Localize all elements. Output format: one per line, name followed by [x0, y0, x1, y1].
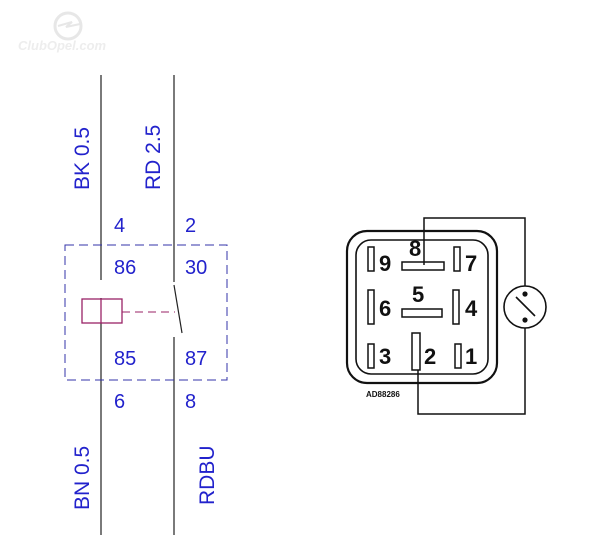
watermark: ClubOpel.com [18, 11, 107, 53]
connector-pin-2: 2 [424, 344, 436, 369]
connector-pin-6: 6 [379, 296, 391, 321]
slot-1 [454, 343, 462, 369]
wire-gap-left [96, 280, 106, 298]
slot-8 [401, 261, 445, 271]
wire-label-bottom-left: BN 0.5 [71, 446, 94, 510]
terminal-30: 30 [185, 257, 207, 279]
terminal-87: 87 [185, 348, 207, 370]
connector-pin-3: 3 [379, 344, 391, 369]
slot-7 [453, 246, 461, 272]
slot-3 [367, 343, 375, 369]
relay-housing [64, 244, 228, 381]
connector-pin-4: 4 [465, 296, 478, 321]
slot-6 [367, 289, 375, 325]
watermark-text: ClubOpel.com [18, 38, 107, 53]
terminal-86: 86 [114, 257, 136, 279]
slot-4 [452, 289, 460, 325]
connector-pin-8: 8 [409, 236, 421, 261]
watermark-logo-bolt [57, 21, 81, 28]
lamp-wire-bottom [417, 328, 526, 415]
wire-label-top-right: RD 2.5 [142, 125, 165, 190]
lamp-switch-blade [515, 296, 536, 317]
wire-label-top-left: BK 0.5 [71, 127, 94, 190]
terminal-85: 85 [114, 348, 136, 370]
connector-pin-7: 7 [465, 251, 477, 276]
relay-coil [81, 298, 123, 324]
pin-label-2: 2 [185, 215, 196, 237]
slot-5 [401, 308, 443, 318]
wire-label-bottom-right: RDBU [196, 445, 219, 505]
slot-2 [411, 332, 421, 371]
pin-label-8: 8 [185, 391, 196, 413]
wire-gap-right [169, 282, 179, 337]
connector-pin-1: 1 [465, 344, 477, 369]
lamp-contact-top [522, 291, 528, 297]
pin-label-6: 6 [114, 391, 125, 413]
connector-pin-5: 5 [412, 282, 424, 307]
slot-9 [367, 246, 375, 272]
pin-label-4: 4 [114, 215, 125, 237]
relay-schematic: BK 0.5 RD 2.5 BN 0.5 RDBU 4 2 6 8 86 30 … [64, 75, 228, 535]
connector-housing-outer [345, 229, 499, 385]
watermark-logo-ring [53, 11, 83, 41]
lamp-wire-top [423, 217, 526, 286]
relay-switch-contact [173, 284, 183, 334]
connector-housing-inner [355, 239, 489, 375]
lamp-contact-bottom [522, 317, 528, 323]
connector-pin-9: 9 [379, 251, 391, 276]
connector-pinout: 9 8 7 6 5 4 3 2 1 AD88286 [345, 217, 547, 415]
connector-code: AD88286 [366, 390, 400, 399]
